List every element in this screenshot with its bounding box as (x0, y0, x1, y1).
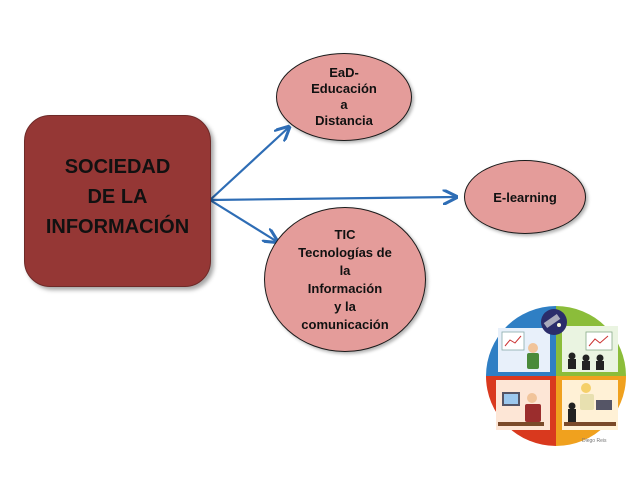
elearning-label: E-learning (493, 189, 557, 205)
elearning-node: E-learning (464, 160, 586, 234)
arrow-to-ead (209, 128, 288, 201)
education-technology-illustration (486, 306, 626, 446)
illustration-credit: Diego Reis (582, 438, 607, 444)
arrow-to-tic (209, 199, 276, 241)
tic-node: TIC Tecnologías de la Información y la c… (264, 207, 426, 352)
main-title: SOCIEDAD DE LA INFORMACIÓN (45, 156, 190, 238)
ead-node: EaD- Educación a Distancia (276, 53, 412, 141)
arrow-to-elearning (209, 197, 455, 200)
ead-label: EaD- Educación a Distancia (311, 65, 377, 128)
sociedad-informacion-box: SOCIEDAD DE LA INFORMACIÓN (24, 115, 211, 287)
tic-label: TIC Tecnologías de la Información y la c… (298, 226, 392, 332)
